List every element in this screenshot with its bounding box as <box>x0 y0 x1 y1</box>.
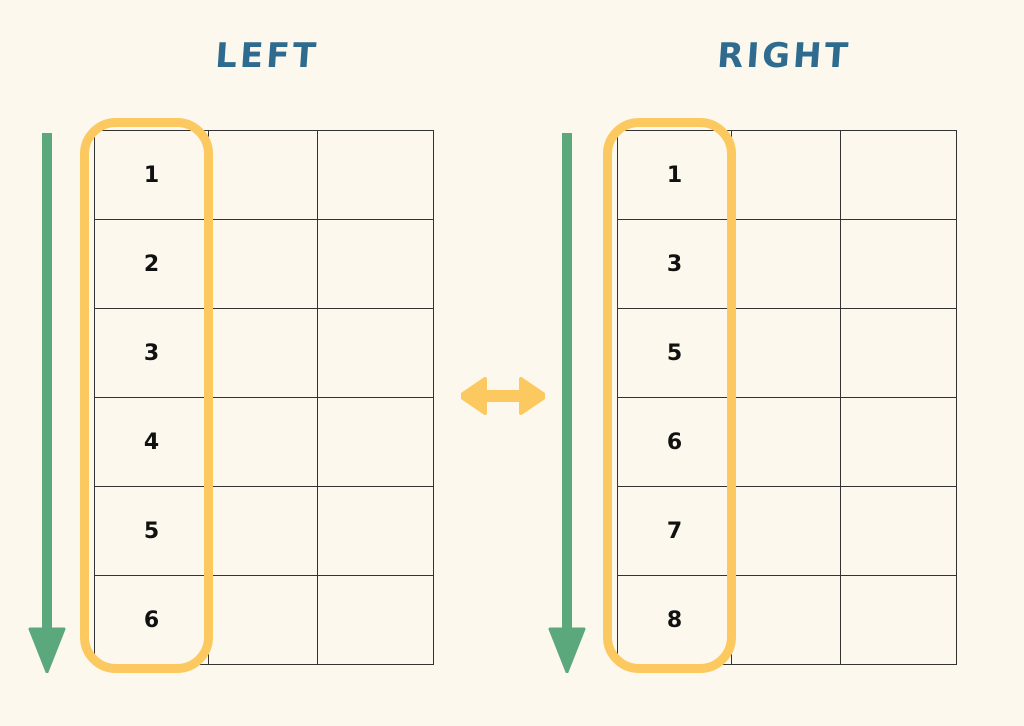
cell-blank-2 <box>840 130 957 220</box>
table-right: 1 3 5 6 7 <box>617 130 957 665</box>
table-row: 3 <box>617 219 957 309</box>
cell-value: 8 <box>617 575 732 665</box>
cell-blank-1 <box>208 397 318 487</box>
table-row: 3 <box>94 308 434 398</box>
cell-blank-1 <box>731 130 841 220</box>
table-row: 2 <box>94 219 434 309</box>
table-row: 1 <box>94 130 434 220</box>
cell-blank-1 <box>731 397 841 487</box>
cell-value: 1 <box>617 130 732 220</box>
table-row: 5 <box>94 486 434 576</box>
cell-blank-2 <box>840 575 957 665</box>
panel-title-right: RIGHT <box>715 36 853 76</box>
cell-blank-1 <box>731 219 841 309</box>
cell-value: 3 <box>617 219 732 309</box>
cell-blank-2 <box>317 130 434 220</box>
cell-blank-1 <box>731 308 841 398</box>
cell-blank-2 <box>317 486 434 576</box>
cell-blank-2 <box>317 219 434 309</box>
cell-blank-2 <box>840 308 957 398</box>
double-headed-horizontal-arrow-icon <box>461 377 545 415</box>
table-row: 8 <box>617 575 957 665</box>
cell-blank-2 <box>840 397 957 487</box>
cell-value: 5 <box>94 486 209 576</box>
cell-blank-1 <box>208 130 318 220</box>
cell-blank-1 <box>731 486 841 576</box>
cell-value: 6 <box>617 397 732 487</box>
table-row: 6 <box>617 397 957 487</box>
cell-value: 5 <box>617 308 732 398</box>
cell-blank-1 <box>208 308 318 398</box>
cell-blank-1 <box>208 486 318 576</box>
cell-value: 6 <box>94 575 209 665</box>
cell-value: 4 <box>94 397 209 487</box>
scan-direction-arrow-left <box>28 133 66 673</box>
cell-value: 1 <box>94 130 209 220</box>
table-row: 5 <box>617 308 957 398</box>
table-row: 7 <box>617 486 957 576</box>
cell-blank-2 <box>840 219 957 309</box>
cell-blank-2 <box>840 486 957 576</box>
cell-blank-1 <box>208 219 318 309</box>
cell-value: 7 <box>617 486 732 576</box>
cell-blank-1 <box>208 575 318 665</box>
scan-direction-arrow-right <box>548 133 586 673</box>
cell-blank-2 <box>317 575 434 665</box>
table-left: 1 2 3 4 5 <box>94 130 434 665</box>
cell-blank-2 <box>317 397 434 487</box>
cell-value: 2 <box>94 219 209 309</box>
cell-value: 3 <box>94 308 209 398</box>
table-row: 4 <box>94 397 434 487</box>
cell-blank-2 <box>317 308 434 398</box>
cell-blank-1 <box>731 575 841 665</box>
table-row: 6 <box>94 575 434 665</box>
table-row: 1 <box>617 130 957 220</box>
panel-title-left: LEFT <box>213 36 321 76</box>
